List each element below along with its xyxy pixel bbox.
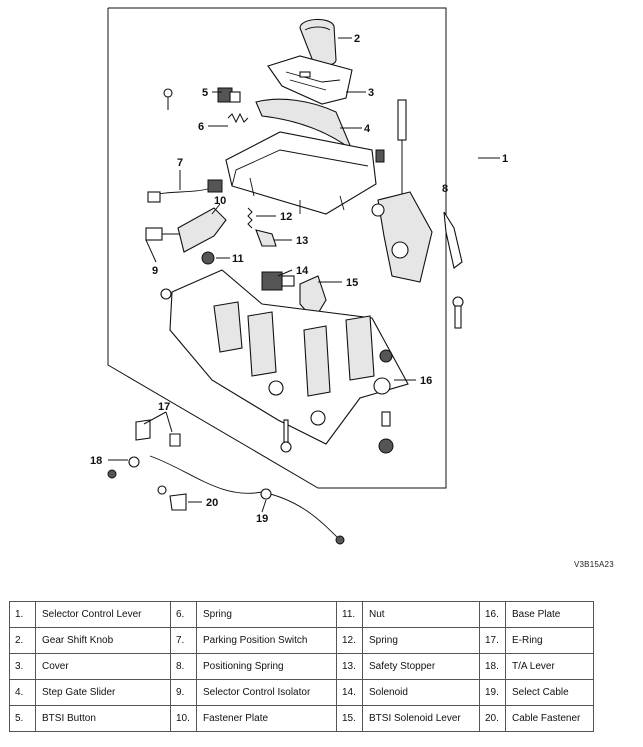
legend-number: 3. — [9, 653, 36, 680]
legend-number: 5. — [9, 705, 36, 732]
base-grommet — [378, 411, 394, 454]
legend-row: 3. Cover 8. Positioning Spring 13. Safet… — [9, 653, 594, 680]
legend-number: 2. — [9, 627, 36, 654]
legend-part-name: BTSI Solenoid Lever — [362, 705, 480, 732]
legend-part-name: Cable Fastener — [505, 705, 594, 732]
legend-part-name: Cover — [35, 653, 171, 680]
legend-row: 2. Gear Shift Knob 7. Parking Position S… — [9, 627, 594, 654]
legend-part-name: Solenoid — [362, 679, 480, 706]
callout-4: 4 — [364, 123, 371, 135]
legend-part-name: Positioning Spring — [196, 653, 337, 680]
select-cable — [149, 455, 345, 545]
legend-row: 1. Selector Control Lever 6. Spring 11. … — [9, 601, 594, 628]
legend-number: 18. — [479, 653, 506, 680]
legend-part-name: Step Gate Slider — [35, 679, 171, 706]
callout-3: 3 — [368, 87, 374, 99]
callout-11: 11 — [232, 253, 244, 265]
legend-row: 5. BTSI Button 10. Fastener Plate 15. BT… — [9, 705, 594, 732]
callout-17: 17 — [158, 401, 170, 413]
legend-number: 10. — [170, 705, 197, 732]
btsi-button — [217, 87, 241, 103]
legend-part-name: Select Cable — [505, 679, 594, 706]
callout-7: 7 — [177, 157, 183, 169]
legend-part-name: Fastener Plate — [196, 705, 337, 732]
exploded-parts-diagram: 1 2 3 4 5 6 7 8 9 10 11 12 13 14 15 16 1… — [90, 7, 508, 545]
callout-9: 9 — [152, 265, 158, 277]
legend-number: 7. — [170, 627, 197, 654]
callout-20: 20 — [206, 497, 218, 509]
legend-part-name: Spring — [362, 627, 480, 654]
legend-part-name: Gear Shift Knob — [35, 627, 171, 654]
legend-part-name: E-Ring — [505, 627, 594, 654]
ta-lever — [107, 456, 140, 479]
callout-labels: 1 2 3 4 5 6 7 8 9 10 11 12 13 14 15 16 1… — [90, 33, 508, 525]
callout-10: 10 — [214, 195, 226, 207]
spring-12 — [247, 207, 253, 229]
e-ring — [135, 419, 181, 447]
base-plate — [160, 269, 409, 445]
callout-1: 1 — [502, 153, 508, 165]
cable-fastener — [157, 485, 187, 511]
legend-number: 8. — [170, 653, 197, 680]
callout-14: 14 — [296, 265, 309, 277]
legend-number: 13. — [336, 653, 363, 680]
positioning-spring — [443, 211, 463, 269]
callout-2: 2 — [354, 33, 360, 45]
assembly-outline — [107, 7, 447, 489]
callout-16: 16 — [420, 375, 432, 387]
legend-part-name: Spring — [196, 601, 337, 628]
legend-number: 20. — [479, 705, 506, 732]
legend-part-name: Parking Position Switch — [196, 627, 337, 654]
btsi-solenoid-lever — [299, 275, 327, 321]
bolt-top — [163, 88, 173, 110]
legend-number: 12. — [336, 627, 363, 654]
parts-legend-table: 1. Selector Control Lever 6. Spring 11. … — [9, 601, 594, 732]
legend-number: 9. — [170, 679, 197, 706]
legend-number: 19. — [479, 679, 506, 706]
callout-13: 13 — [296, 235, 308, 247]
callout-19: 19 — [256, 513, 268, 525]
nut-11 — [201, 251, 215, 265]
legend-part-name: Base Plate — [505, 601, 594, 628]
parking-position-switch — [147, 179, 223, 203]
safety-stopper — [255, 229, 277, 247]
callout-8: 8 — [442, 183, 448, 195]
callout-12: 12 — [280, 211, 292, 223]
callout-18: 18 — [90, 455, 102, 467]
selector-control-isolator — [145, 227, 180, 241]
callout-5: 5 — [202, 87, 208, 99]
legend-number: 15. — [336, 705, 363, 732]
bolt-right — [452, 296, 464, 329]
legend-part-name: Safety Stopper — [362, 653, 480, 680]
selector-control-lever — [371, 99, 433, 283]
legend-number: 14. — [336, 679, 363, 706]
fastener-plate — [177, 207, 227, 253]
legend-number: 6. — [170, 601, 197, 628]
legend-part-name: Nut — [362, 601, 480, 628]
legend-part-name: Selector Control Lever — [35, 601, 171, 628]
upper-housing — [225, 131, 385, 215]
solenoid — [261, 271, 295, 291]
callout-6: 6 — [198, 121, 204, 133]
figure-code: V3B15A23 — [574, 560, 614, 569]
legend-number: 4. — [9, 679, 36, 706]
legend-part-name: BTSI Button — [35, 705, 171, 732]
bolt-bottom — [280, 419, 292, 453]
legend-number: 16. — [479, 601, 506, 628]
cover — [267, 55, 353, 105]
legend-number: 17. — [479, 627, 506, 654]
callout-15: 15 — [346, 277, 358, 289]
legend-number: 1. — [9, 601, 36, 628]
legend-row: 4. Step Gate Slider 9. Selector Control … — [9, 679, 594, 706]
leader-lines — [108, 37, 500, 513]
legend-part-name: T/A Lever — [505, 653, 594, 680]
spring-6 — [227, 112, 249, 124]
legend-part-name: Selector Control Isolator — [196, 679, 337, 706]
legend-number: 11. — [336, 601, 363, 628]
